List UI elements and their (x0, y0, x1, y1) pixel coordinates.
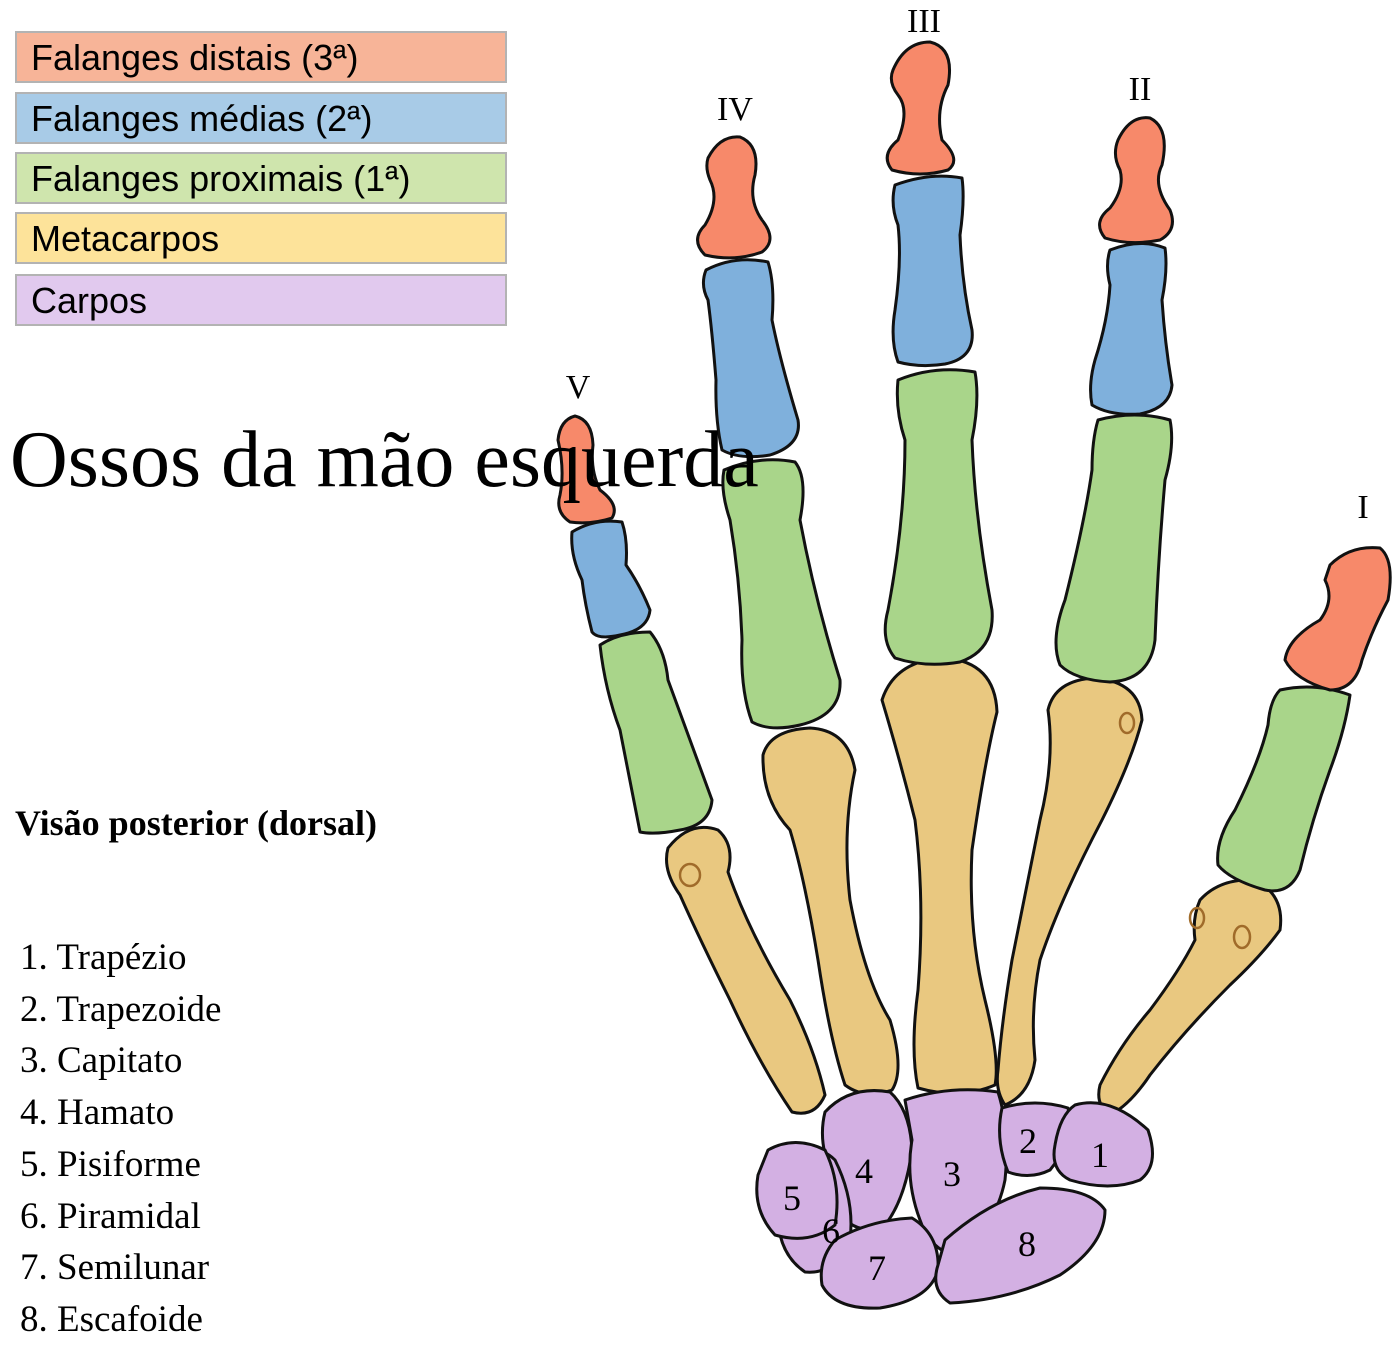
proximal-phalanx-iv (723, 460, 840, 728)
metacarpal-ii (997, 678, 1142, 1105)
finger-label-i: I (1357, 489, 1368, 526)
finger-label-v: V (566, 369, 591, 406)
carpal-number-1: 1 (1091, 1135, 1109, 1175)
carpal-number-5: 5 (783, 1178, 801, 1218)
carpal-number-3: 3 (943, 1154, 961, 1194)
bones-group (558, 42, 1390, 1308)
carpal-number-2: 2 (1019, 1121, 1037, 1161)
proximal-phalanx-i (1218, 687, 1350, 891)
distal-phalanx-iv (698, 137, 771, 258)
distal-phalanx-v (558, 416, 614, 523)
carpal-number-4: 4 (855, 1151, 873, 1191)
finger-label-iv: IV (717, 91, 753, 128)
middle-phalanx-ii (1091, 243, 1172, 414)
metacarpal-iii (882, 658, 997, 1093)
middle-phalanx-v (572, 521, 650, 637)
finger-label-ii: II (1129, 71, 1152, 108)
finger-label-iii: III (907, 3, 941, 40)
distal-phalanx-ii (1100, 118, 1173, 243)
proximal-phalanx-ii (1056, 415, 1172, 682)
middle-phalanx-iii (893, 176, 972, 365)
distal-phalanx-i (1285, 548, 1390, 690)
distal-phalanx-iii (887, 42, 954, 174)
proximal-phalanx-iii (885, 370, 992, 664)
proximal-phalanx-v (600, 632, 712, 833)
carpal-number-7: 7 (868, 1248, 886, 1288)
carpal-number-6: 6 (822, 1211, 840, 1251)
middle-phalanx-iv (703, 260, 798, 457)
carpal-number-8: 8 (1018, 1224, 1036, 1264)
